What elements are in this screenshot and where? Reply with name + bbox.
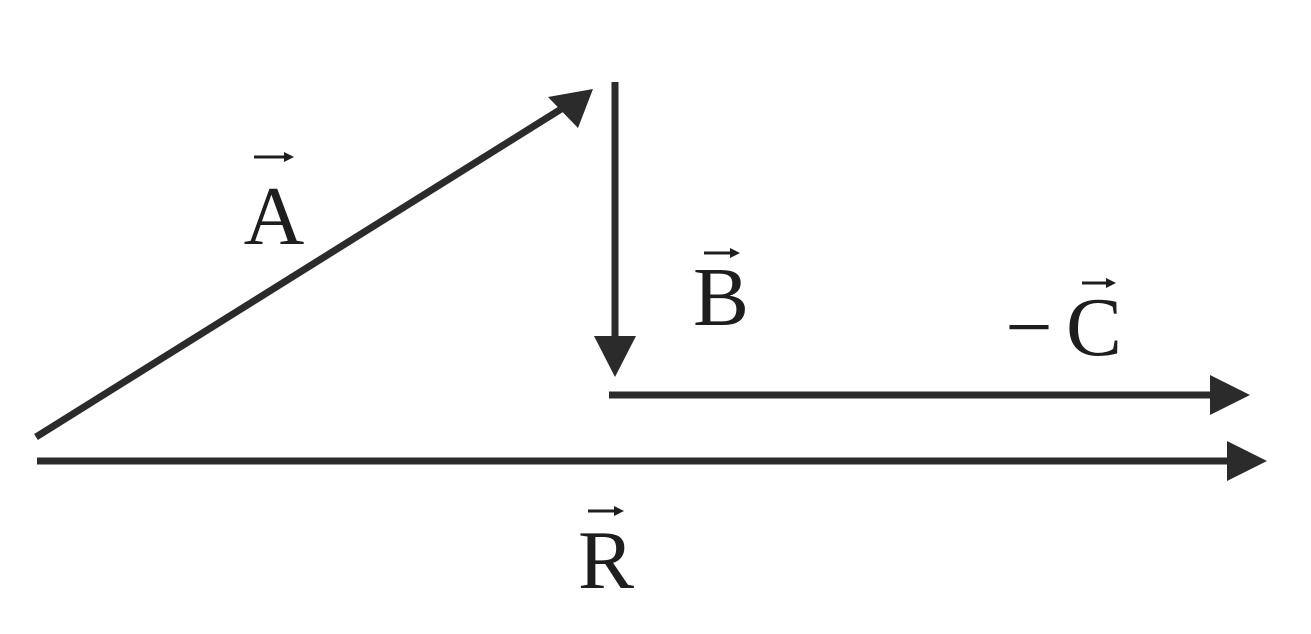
vector-r-arrowhead: [1227, 441, 1267, 481]
label-b-text: B: [693, 251, 749, 344]
label-r-text: R: [578, 514, 634, 607]
vector-r: [37, 441, 1267, 481]
label-b-over-arrowhead: [730, 248, 740, 258]
label-r-over-arrowhead: [614, 506, 624, 516]
label-minus-c-sign: −: [1005, 281, 1052, 374]
label-a-over-arrowhead: [284, 152, 294, 162]
vector-minus-c-arrowhead: [1210, 375, 1250, 415]
label-a-text: A: [244, 170, 305, 263]
vector-a: [34, 89, 593, 440]
label-minus-c: − C: [1005, 278, 1122, 374]
label-b: B: [693, 248, 749, 344]
vector-a-shaft: [34, 103, 568, 440]
vector-minus-c: [609, 375, 1250, 415]
label-minus-c-over-arrowhead: [1106, 278, 1116, 288]
vector-b-arrowhead: [594, 336, 636, 377]
vector-a-arrowhead: [548, 89, 593, 128]
label-a: A: [244, 152, 305, 263]
label-r: R: [578, 506, 634, 607]
vector-b: [594, 82, 636, 377]
label-minus-c-text: C: [1066, 281, 1122, 374]
